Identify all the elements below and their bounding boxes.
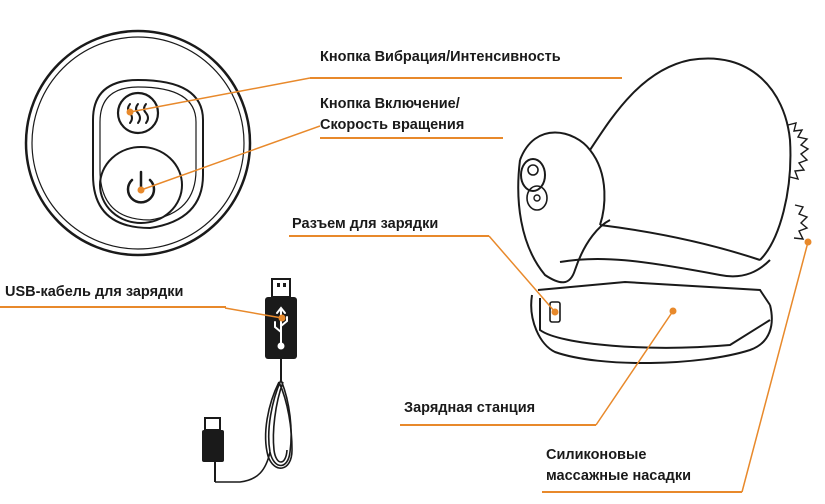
charging-port: [549, 301, 561, 323]
label-usb-cable: USB-кабель для зарядки: [5, 282, 183, 303]
label-usb-cable-underline: [0, 306, 226, 308]
silicone-massage-heads: [787, 122, 810, 240]
massager-power-button: [526, 185, 548, 211]
usb-a-plug-tip: [271, 278, 291, 298]
label-power-button-line1: Кнопка Включение/: [320, 96, 460, 112]
label-charging-port-text: Разъем для зарядки: [292, 216, 439, 232]
button-cluster-outline: [92, 78, 204, 230]
label-charging-port-underline: [289, 235, 489, 237]
label-vibration-button-text: Кнопка Вибрация/Интенсивность: [320, 49, 561, 65]
label-charging-station-text: Зарядная станция: [404, 400, 536, 416]
vibration-button: [116, 91, 160, 135]
charging-station-base: [530, 294, 773, 365]
label-charging-station: Зарядная станция: [404, 398, 535, 419]
usb-icon: [274, 306, 288, 350]
label-charging-station-underline: [400, 424, 596, 426]
cable-coil: [215, 379, 293, 483]
power-button: [99, 146, 183, 224]
label-charging-port: Разъем для зарядки: [292, 214, 438, 235]
button-cluster-inner-outline: [99, 86, 197, 221]
label-silicone-heads-line2: массажные насадки: [546, 468, 691, 484]
label-power-button-line2: Скорость вращения: [320, 117, 465, 133]
label-usb-cable-text: USB-кабель для зарядки: [5, 284, 184, 300]
control-panel: [24, 29, 252, 257]
control-panel-inner-ring: [31, 36, 245, 250]
label-power-underline: [320, 137, 503, 139]
label-vibration-button: Кнопка Вибрация/Интенсивность: [320, 47, 561, 68]
massager-device: [517, 57, 810, 365]
control-panel-outer-ring: [24, 29, 252, 257]
micro-usb-plug-tip: [204, 417, 221, 431]
usb-cable: [202, 278, 297, 483]
leader-lines: [126, 77, 812, 493]
label-silicone-heads: Силиконовые массажные насадки: [546, 445, 691, 487]
label-silicone-heads-line1: Силиконовые: [546, 447, 647, 463]
label-silicone-heads-underline: [542, 491, 742, 493]
power-icon: [126, 170, 156, 204]
massager-vibration-button: [527, 164, 539, 176]
micro-usb-plug-body: [202, 430, 224, 462]
massager-control-panel: [520, 158, 546, 192]
label-power-button: Кнопка Включение/ Скорость вращения: [320, 94, 464, 136]
label-vibration-underline: [310, 77, 622, 79]
